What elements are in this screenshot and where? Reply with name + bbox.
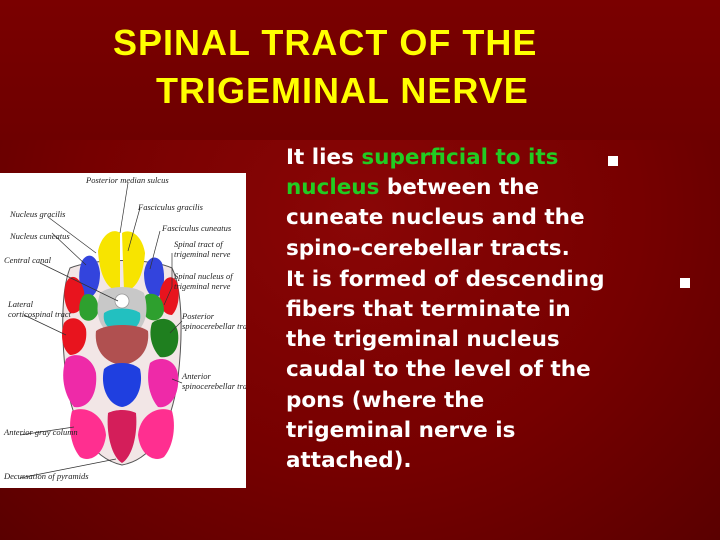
central-canal-mark (114, 293, 130, 309)
spinal-tract-region-right (159, 277, 179, 315)
spinal-tract-region (64, 276, 85, 314)
p2-line-4: caudal to the level of the (286, 357, 591, 383)
label-spinal-nucleus: Spinal nucleus of trigeminal nerve (174, 271, 235, 291)
anterior-gray-region-left (70, 409, 106, 459)
spinal-nucleus-region (79, 293, 99, 321)
slide-title-line-1: SPINAL TRACT OF THE (113, 22, 538, 63)
medulla-cross-section-figure: Posterior median sulcus Nucleus gracilis… (0, 173, 246, 488)
p2-line-3: the trigeminal nucleus (286, 327, 560, 353)
label-anterior-spinocerebellar: Anterior spinocerebellar tract (181, 371, 246, 391)
lateral-corticospinal-region (62, 318, 87, 355)
label-anterior-gray-column: Anterior gray column (3, 427, 78, 437)
p1-line-2: nucleus between the (286, 175, 539, 200)
spinal-nucleus-region-right (143, 293, 164, 321)
p1-highlight-nucleus: nucleus (286, 175, 380, 201)
p1-line-3: cuneate nucleus and the (286, 205, 585, 231)
slide-title-line-2: TRIGEMINAL NERVE (156, 70, 529, 111)
label-fasciculus-gracilis: Fasciculus gracilis (137, 202, 204, 212)
p1-line-2-text: between the (379, 175, 540, 201)
slide-body-text: It lies superficial to its nucleus betwe… (286, 143, 706, 477)
label-posterior-spinocerebellar: Posterior spinocerebellar tract (181, 311, 246, 331)
medulla-diagram: Posterior median sulcus Nucleus gracilis… (3, 175, 246, 481)
magenta-region-left (63, 355, 97, 408)
label-spinal-tract: Spinal tract of trigeminal nerve (174, 239, 231, 259)
posterior-spinocerebellar-region (150, 318, 179, 358)
p2-line-5: pons (where the (286, 387, 485, 413)
label-lateral-corticospinal: Lateral corticospinal tract (7, 299, 72, 319)
label-central-canal: Central canal (4, 255, 52, 265)
pyramid-decussation-region (107, 410, 137, 463)
p2-line-2: fibers that terminate in (286, 297, 571, 323)
p1-highlight-superficial: superficial to its (361, 145, 559, 170)
label-posterior-median-sulcus: Posterior median sulcus (85, 175, 169, 185)
anterior-blue-region (102, 363, 142, 407)
nucleus-cuneatus-region-right (144, 257, 165, 298)
p2-line-1: It is formed of descending (286, 266, 605, 292)
fasciculus-gracilis-region-right (122, 231, 145, 291)
p2-line-7: attached). (286, 448, 412, 474)
label-nucleus-gracilis: Nucleus gracilis (9, 209, 66, 219)
bullet-paragraph-1: It lies superficial to its nucleus betwe… (286, 143, 706, 264)
title-band (0, 0, 720, 140)
brown-region (95, 325, 149, 365)
bullet-marker-1 (608, 156, 618, 166)
magenta-region-right (148, 359, 179, 408)
label-fasciculus-cuneatus: Fasciculus cuneatus (161, 223, 232, 233)
nucleus-cuneatus-region (79, 255, 100, 298)
p1-line-1: It lies superficial to its (286, 145, 558, 170)
label-decussation-of-pyramids: Decussation of pyramids (3, 471, 89, 481)
bullet-paragraph-2: It is formed of descending fibers that t… (286, 265, 706, 476)
label-nucleus-cuneatus: Nucleus cuneatus (9, 231, 70, 241)
fasciculus-gracilis-region (98, 231, 120, 291)
anterior-gray-region-right (138, 409, 174, 459)
teal-region (103, 308, 141, 331)
bullet-marker-2 (680, 277, 690, 288)
p1-line-1-text: It lies (286, 145, 362, 170)
p2-line-6: trigeminal nerve is (286, 417, 516, 443)
p1-line-4: spino-cerebellar tracts. (286, 235, 570, 261)
leader-lines (19, 182, 183, 479)
